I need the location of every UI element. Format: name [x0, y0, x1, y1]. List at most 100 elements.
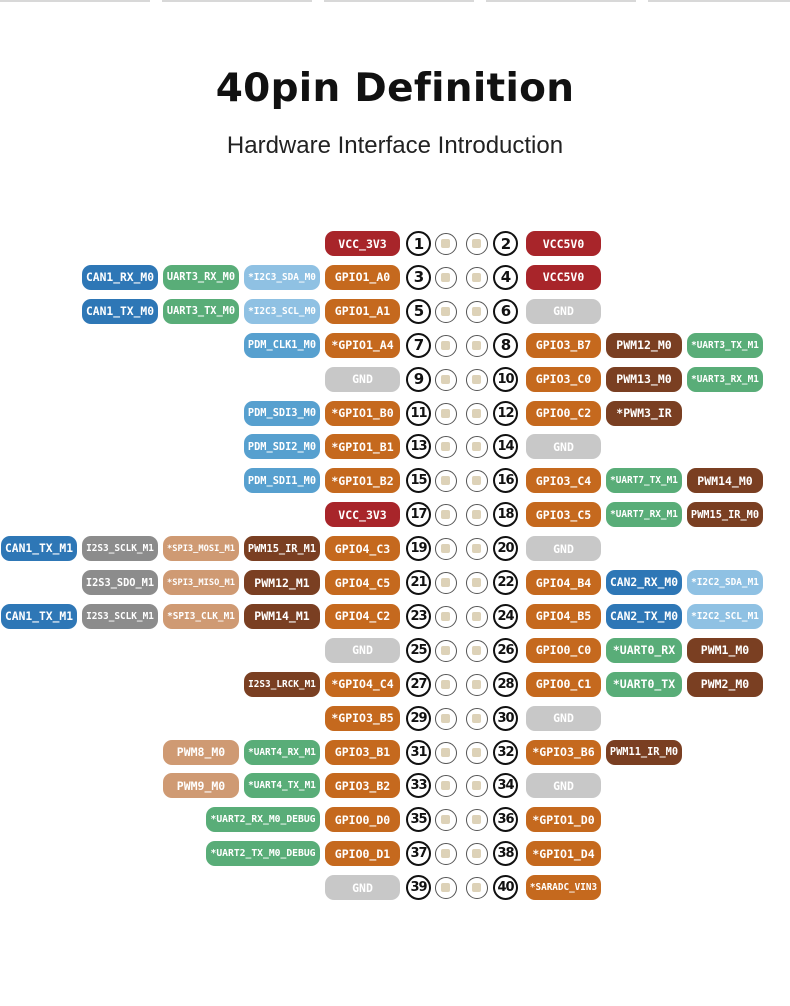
pin-number-odd: 25	[406, 637, 431, 663]
function-label-right: PWM14_M0	[687, 468, 763, 494]
pin-pad-odd	[435, 741, 457, 764]
function-label-left: PDM_SDI1_M0	[244, 468, 320, 494]
pin-label-left: *GPIO1_B0	[325, 400, 400, 426]
pin-pad-even	[466, 300, 488, 323]
pin-pad-even	[466, 877, 488, 900]
pin-pad-odd	[435, 639, 457, 662]
function-label-left: I2S3_SDO_M1	[82, 570, 158, 595]
pin-pad-odd	[435, 707, 457, 730]
function-label-right: *I2C2_SCL_M1	[687, 603, 763, 629]
pin-pad-even	[466, 402, 488, 425]
pin-number-even: 30	[493, 705, 518, 731]
pin-pad-even	[466, 504, 488, 527]
function-label-left: PWM12_M1	[244, 570, 320, 595]
pin-label-right: VCC5V0	[526, 231, 601, 256]
pin-pad-even	[466, 572, 488, 594]
function-label-left: PDM_CLK1_M0	[244, 332, 320, 358]
pin-label-left: GND	[325, 875, 400, 901]
pin-number-even: 14	[493, 434, 518, 460]
pin-label-left: GPIO1_A1	[325, 298, 400, 324]
pin-label-left: GPIO0_D1	[325, 841, 400, 867]
function-label-right: CAN2_RX_M0	[606, 570, 682, 595]
function-label-right: *UART7_RX_M1	[606, 502, 682, 528]
pin-number-even: 8	[493, 332, 518, 358]
function-label-left: CAN1_TX_M1	[1, 536, 77, 562]
function-label-left: CAN1_TX_M1	[1, 603, 77, 629]
page-subtitle: Hardware Interface Introduction	[226, 132, 564, 159]
function-label-left: I2S3_SCLK_M1	[82, 603, 158, 629]
function-label-right: *UART0_RX	[606, 637, 682, 663]
pin-pad-odd	[435, 538, 457, 561]
pin-pad-odd	[435, 300, 457, 323]
pin-number-odd: 27	[406, 671, 431, 697]
pin-number-odd: 15	[406, 468, 431, 494]
pin-label-right: GND	[526, 773, 601, 799]
page-title: 40pin Definition	[215, 66, 575, 111]
pin-label-right: GPIO4_B4	[526, 570, 601, 595]
function-label-left: *UART4_TX_M1	[244, 773, 320, 799]
pin-number-odd: 39	[406, 875, 431, 901]
pin-pad-odd	[435, 605, 457, 628]
function-label-right: *UART3_RX_M1	[687, 366, 763, 392]
pin-label-right: GND	[526, 434, 601, 460]
pin-pad-odd	[435, 843, 457, 866]
pin-label-right: GND	[526, 298, 601, 324]
pin-pad-even	[466, 436, 488, 459]
pin-pad-odd	[435, 334, 457, 357]
function-label-right: PWM2_M0	[687, 671, 763, 697]
function-label-left: PWM14_M1	[244, 603, 320, 629]
pin-pad-odd	[435, 436, 457, 459]
pin-number-odd: 31	[406, 739, 431, 765]
function-label-left: *SPI3_MOSI_M1	[163, 536, 239, 562]
pin-pad-odd	[435, 470, 457, 493]
pin-pad-even	[466, 775, 488, 798]
pin-number-even: 36	[493, 807, 518, 833]
pin-number-even: 20	[493, 536, 518, 562]
pin-number-odd: 19	[406, 536, 431, 562]
top-border	[0, 0, 790, 2]
pin-number-odd: 23	[406, 603, 431, 629]
function-label-right: *UART7_TX_M1	[606, 468, 682, 494]
function-label-left: *UART2_RX_M0_DEBUG	[206, 807, 320, 833]
pin-label-right: GPIO0_C0	[526, 637, 601, 663]
pin-pad-even	[466, 233, 488, 255]
function-label-left: *SPI3_CLK_M1	[163, 603, 239, 629]
pin-number-odd: 5	[406, 298, 431, 324]
function-label-right: *UART0_TX	[606, 671, 682, 697]
pin-pad-even	[466, 538, 488, 561]
function-label-left: CAN1_TX_M0	[82, 298, 158, 324]
pin-number-odd: 33	[406, 773, 431, 799]
pin-pad-even	[466, 809, 488, 832]
pin-number-even: 16	[493, 468, 518, 494]
pin-label-right: GPIO0_C1	[526, 671, 601, 697]
function-label-right: PWM15_IR_M0	[687, 502, 763, 528]
function-label-left: I2S3_SCLK_M1	[82, 536, 158, 562]
pin-number-even: 12	[493, 400, 518, 426]
function-label-right: PWM13_M0	[606, 366, 682, 392]
function-label-left: *UART2_TX_M0_DEBUG	[206, 841, 320, 867]
function-label-left: CAN1_RX_M0	[82, 264, 158, 290]
function-label-right: *I2C2_SDA_M1	[687, 570, 763, 595]
pin-label-right: GPIO4_B5	[526, 603, 601, 629]
pin-pad-even	[466, 266, 488, 289]
pin-pad-odd	[435, 504, 457, 527]
pin-label-left: GPIO4_C2	[325, 603, 400, 629]
pin-label-left: *GPIO1_B2	[325, 468, 400, 494]
pin-number-odd: 35	[406, 807, 431, 833]
pin-label-left: GPIO4_C3	[325, 536, 400, 562]
pin-number-even: 32	[493, 739, 518, 765]
pin-label-left: GPIO4_C5	[325, 570, 400, 595]
